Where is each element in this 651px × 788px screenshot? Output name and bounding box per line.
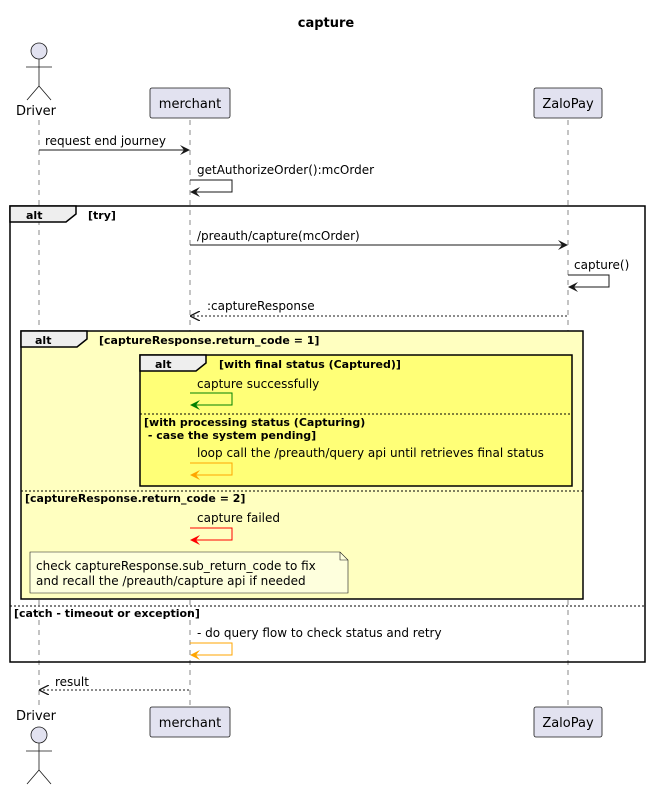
guard-catch: [catch - timeout or exception] (14, 607, 200, 620)
participant-label-merchant-top: merchant (159, 97, 221, 112)
participant-label-merchant-bottom: merchant (159, 716, 221, 731)
guard-processing-line1: [with processing status (Capturing) (144, 416, 365, 429)
message-arrow-capture-successfully (190, 392, 233, 410)
message-label-loop-query: loop call the /preauth/query api until r… (197, 446, 544, 460)
message-label-result: result (55, 675, 89, 689)
guard-final-status: [with final status (Captured)] (219, 358, 401, 371)
message-label-request-end-journey: request end journey (45, 134, 166, 148)
participant-box-merchant-bottom (149, 706, 231, 738)
participant-box-zalopay-top (533, 87, 603, 119)
guard-processing-line2: - case the system pending] (144, 429, 316, 442)
message-arrow-get-authorize-order (190, 179, 233, 197)
participant-label-driver-top: Driver (16, 104, 57, 119)
note-corner (339, 552, 348, 561)
diagram-title: capture (298, 16, 355, 31)
message-arrow-capture-failed (190, 527, 233, 545)
alt-keyword-outer: alt (26, 209, 42, 222)
alt-keyword-middle: alt (35, 334, 51, 347)
note-line-2: and recall the /preauth/capture api if n… (36, 574, 306, 588)
message-label-capture-response: :captureResponse (207, 299, 315, 313)
guard-return-code-1: [captureResponse.return_code = 1] (99, 334, 319, 347)
note-box (29, 551, 349, 594)
alt-fragment-try-catch (9, 205, 646, 663)
actor-driver-bottom (26, 726, 52, 785)
participant-label-zalopay-bottom: ZaloPay (542, 716, 594, 731)
note-line-1: check captureResponse.sub_return_code to… (36, 559, 316, 573)
message-label-get-authorize-order: getAuthorizeOrder():mcOrder (197, 163, 374, 177)
alt-keyword-inner: alt (155, 358, 171, 371)
message-label-capture-failed: capture failed (197, 511, 280, 525)
message-label-capture-successfully: capture successfully (197, 377, 319, 391)
message-arrow-loop-query (190, 462, 233, 480)
participant-label-driver-bottom: Driver (16, 709, 57, 724)
message-label-capture-self: capture() (574, 258, 629, 272)
guard-try: [try] (88, 209, 116, 222)
alt-fragment-final-status (139, 354, 573, 487)
alt-tab-middle (20, 330, 88, 348)
guard-return-code-2: [captureResponse.return_code = 2] (25, 492, 245, 505)
message-label-query-flow: - do query flow to check status and retr… (197, 626, 442, 640)
alt-tab-inner (139, 354, 207, 372)
alt-tab-outer (9, 205, 77, 223)
actor-driver-top (26, 42, 52, 101)
message-arrow-capture-self (568, 274, 610, 292)
message-arrow-query-flow (190, 642, 233, 660)
participant-box-zalopay-bottom (533, 706, 603, 738)
participant-label-zalopay-top: ZaloPay (542, 97, 594, 112)
message-label-preauth-capture: /preauth/capture(mcOrder) (197, 229, 360, 243)
participant-box-merchant-top (149, 87, 231, 119)
